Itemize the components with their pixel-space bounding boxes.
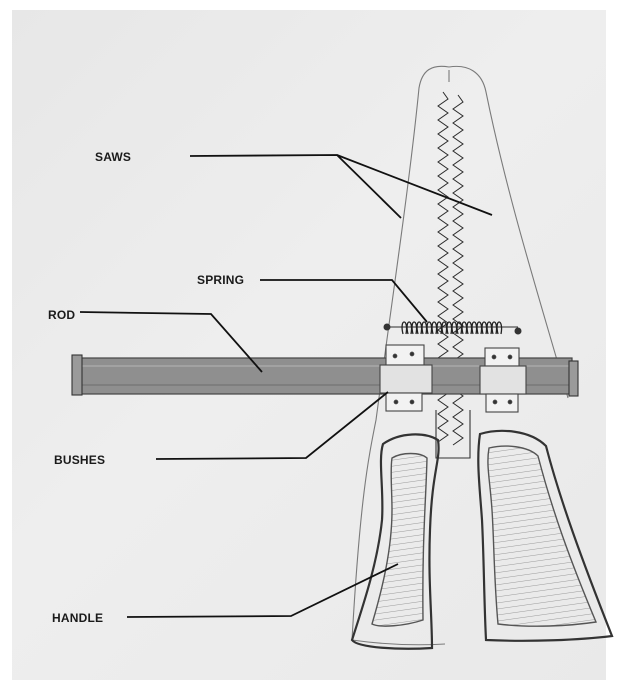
bushes-label: BUSHES bbox=[54, 453, 105, 467]
rod-right-cap bbox=[569, 361, 578, 396]
handle-label: HANDLE bbox=[52, 611, 103, 625]
spring-coil bbox=[402, 322, 502, 334]
right-bush-body bbox=[480, 366, 526, 394]
saws-leader-line bbox=[190, 155, 492, 218]
spring-leader-line bbox=[260, 280, 427, 322]
spring bbox=[384, 322, 522, 335]
right-bush-plate-top bbox=[485, 348, 519, 366]
handle-leader-line bbox=[127, 564, 398, 617]
right-bush-plate-bottom bbox=[486, 394, 518, 412]
left-bush-body bbox=[380, 365, 432, 393]
spring-label: SPRING bbox=[197, 273, 244, 287]
handles bbox=[352, 431, 612, 649]
saws-label: SAWS bbox=[95, 150, 131, 164]
left-bush-plate-bottom bbox=[386, 393, 422, 411]
rod-left-cap bbox=[72, 355, 82, 395]
left-bush-plate-top bbox=[386, 345, 424, 365]
right-handle-inner bbox=[488, 446, 596, 626]
rod-label: ROD bbox=[48, 308, 75, 322]
bushes-leader-line bbox=[156, 392, 388, 459]
